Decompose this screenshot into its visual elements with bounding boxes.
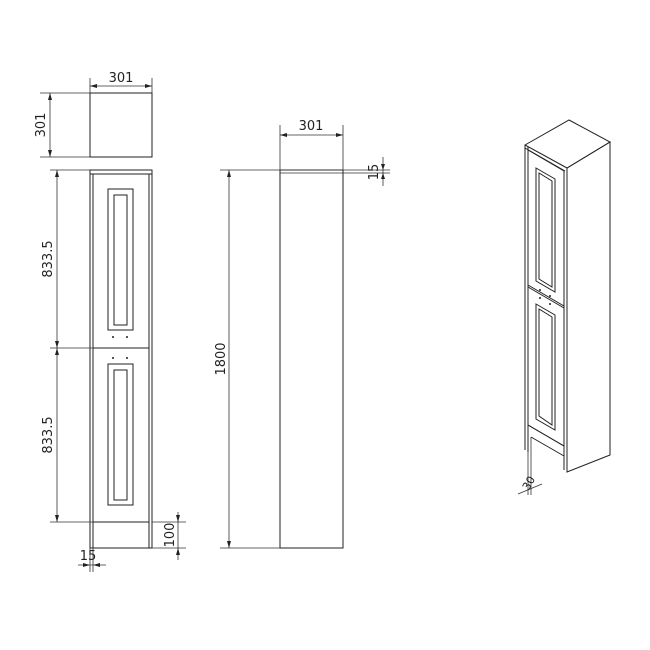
dim-side-panel-thickness: 15 <box>80 549 97 564</box>
upper-door-panel <box>107 188 134 338</box>
isometric-view: 30 <box>517 119 612 495</box>
dim-plinth-height: 100 <box>163 523 178 548</box>
handle-dot <box>126 336 128 338</box>
handle-dot <box>112 336 114 338</box>
dim-upper-door-height: 833.5 <box>41 240 56 277</box>
side-view-outline <box>279 169 344 549</box>
dim-top-view-width: 301 <box>109 71 134 86</box>
dim-iso-plinth-recess: 30 <box>520 474 538 493</box>
front-view: 833.5 833.5 100 15 <box>41 169 186 572</box>
dim-lower-door-height: 833.5 <box>41 416 56 453</box>
iso-lower-door <box>527 286 565 447</box>
handle-dot <box>126 357 128 359</box>
dim-top-panel-thickness: 15 <box>367 164 382 181</box>
handle-dot <box>112 357 114 359</box>
lower-door-panel <box>107 357 134 506</box>
side-view: 301 1800 15 <box>214 119 390 549</box>
iso-side-face <box>566 141 611 473</box>
dim-top-view-depth: 301 <box>34 113 49 138</box>
top-view-outline <box>89 92 153 158</box>
iso-top-face <box>523 119 612 169</box>
dim-total-height: 1800 <box>214 342 229 375</box>
dim-side-view-width: 301 <box>299 119 324 134</box>
iso-upper-door <box>527 149 565 307</box>
front-view-outline <box>89 169 153 549</box>
top-view: 301 301 <box>34 71 153 158</box>
